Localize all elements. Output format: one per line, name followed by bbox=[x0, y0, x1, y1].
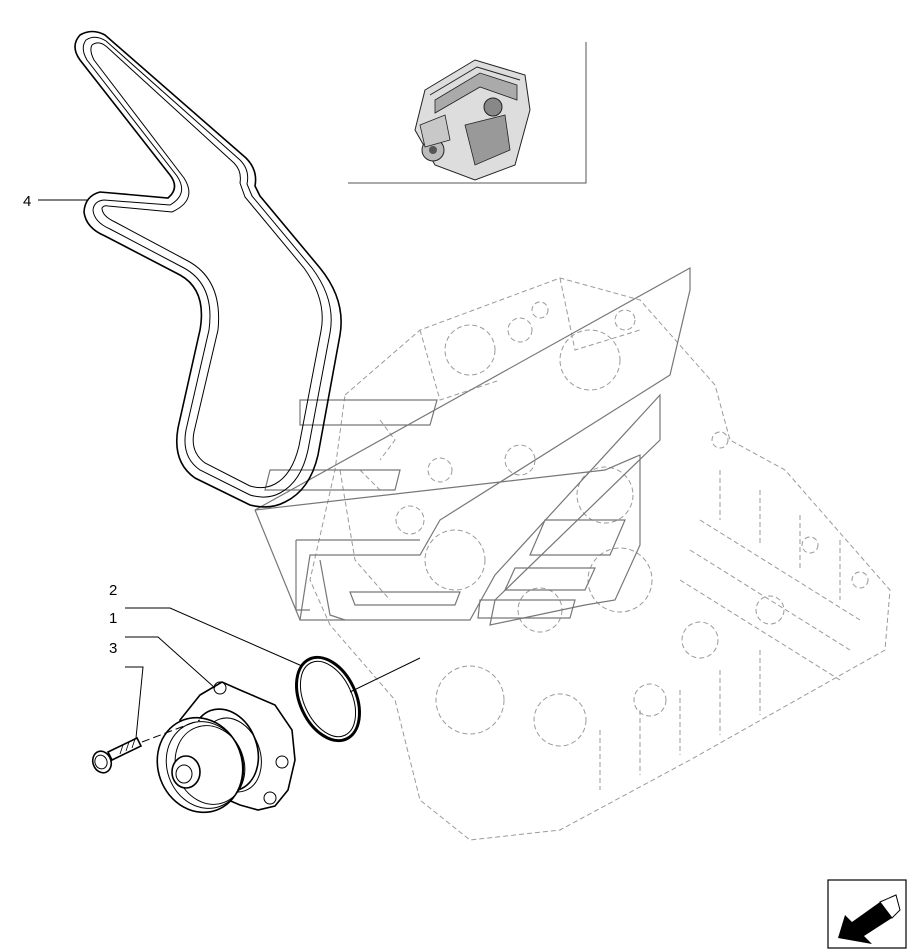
leader-lines bbox=[38, 199, 303, 739]
engine-block-outline bbox=[309, 277, 891, 841]
callout-2: 2 bbox=[109, 582, 117, 599]
callout-3: 3 bbox=[109, 640, 117, 657]
belt-routing-path bbox=[254, 266, 691, 626]
engine-thumbnail-icon bbox=[348, 42, 587, 184]
assembly-axis-line bbox=[141, 719, 201, 743]
water-pump bbox=[156, 681, 296, 814]
poly-v-belt bbox=[74, 30, 342, 508]
callout-1: 1 bbox=[109, 610, 117, 627]
assembly-axis-line-2 bbox=[349, 657, 421, 693]
next-page-arrow-icon[interactable] bbox=[827, 879, 907, 949]
flange-bolt bbox=[91, 736, 143, 774]
callout-4: 4 bbox=[23, 193, 31, 210]
o-ring-seal bbox=[295, 655, 361, 743]
